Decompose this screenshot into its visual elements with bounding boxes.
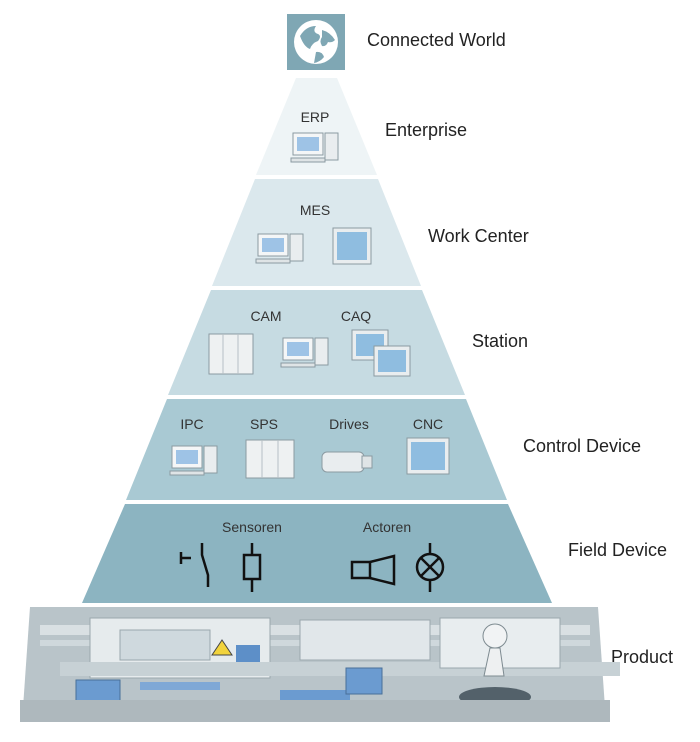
pc-icon	[169, 445, 218, 476]
touch-panel-icon	[332, 227, 372, 265]
sensor-symbol-icon	[242, 543, 262, 592]
tier-band-control-device	[126, 399, 507, 500]
lamp-symbol-icon	[415, 543, 445, 592]
control-cabinet-icon	[208, 333, 254, 375]
production-line-illustration	[20, 617, 620, 722]
device-label-cnc: CNC	[413, 416, 443, 432]
level-label-product: Product	[611, 647, 673, 667]
device-label-drives: Drives	[329, 416, 369, 432]
plc-icon	[245, 439, 295, 479]
level-label-enterprise: Enterprise	[385, 120, 467, 140]
device-label-cam: CAM	[250, 308, 281, 324]
touch-panel-icon	[406, 437, 450, 475]
level-label-field-device: Field Device	[568, 540, 667, 560]
globe-icon	[294, 20, 338, 64]
tier-band-work-center	[212, 179, 421, 286]
horn-actuator-icon	[350, 554, 396, 586]
level-label-work-center: Work Center	[428, 226, 529, 246]
device-label-ipc: IPC	[180, 416, 203, 432]
pc-icon	[280, 337, 329, 368]
connected-world-tile	[287, 14, 345, 70]
touch-panel-icon	[351, 329, 411, 377]
connected-world-label: Connected World	[367, 30, 506, 50]
device-label-sensoren: Sensoren	[222, 519, 282, 535]
level-label-station: Station	[472, 331, 528, 351]
device-label-sps: SPS	[250, 416, 278, 432]
tier-band-field-device	[82, 504, 552, 603]
pc-icon	[255, 233, 304, 264]
drive-motor-icon	[321, 451, 373, 473]
device-label-actoren: Actoren	[363, 519, 411, 535]
switch-contact-icon	[179, 543, 210, 587]
device-label-caq: CAQ	[341, 308, 371, 324]
level-label-control-device: Control Device	[523, 436, 641, 456]
device-label-mes: MES	[300, 202, 330, 218]
device-label-erp: ERP	[301, 109, 330, 125]
pc-icon	[290, 132, 339, 163]
tier-band-enterprise	[256, 78, 377, 175]
